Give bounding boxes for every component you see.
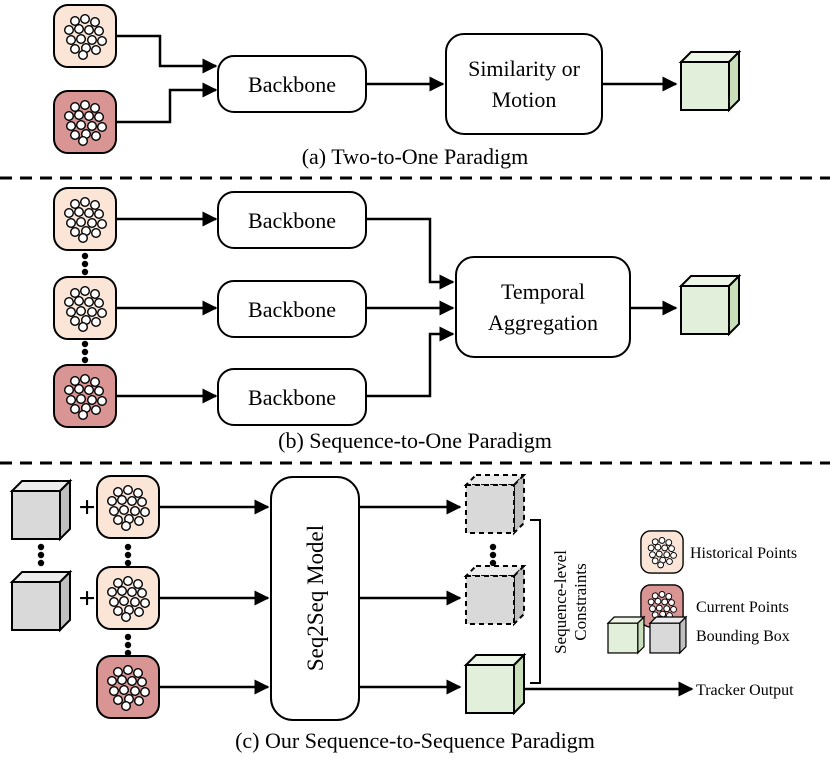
seq2seq-model-label: Seq2Seq Model (303, 525, 328, 671)
caption-a: (a) Two-to-One Paradigm (302, 144, 529, 169)
backbone-label: Backbone (248, 297, 336, 322)
legend: Historical Points Current Points Boundin… (607, 531, 797, 654)
arrow (116, 34, 218, 74)
legend-gray-box-icon (649, 616, 687, 654)
similarity-motion-box (445, 33, 603, 135)
constraints-label-line1: Sequence-level (551, 550, 570, 654)
bounding-box-icon (11, 571, 71, 631)
tracker-output-label: Tracker Output (696, 682, 794, 699)
temporal-label: Temporal (501, 279, 585, 304)
arrow (366, 326, 455, 398)
historical-points-icon (54, 188, 116, 250)
motion-label: Motion (492, 87, 557, 112)
ellipsis-dots (37, 543, 497, 657)
legend-green-box-icon (607, 616, 645, 654)
historical-points-icon (54, 277, 116, 339)
bounding-box-icon (680, 275, 740, 335)
predicted-box-dashed-icon (465, 474, 525, 534)
aggregation-label: Aggregation (488, 310, 598, 335)
backbone-label: Backbone (248, 72, 336, 97)
current-points-icon (97, 656, 159, 718)
historical-points-icon (97, 567, 159, 629)
panel-a: Backbone Similarity or Motion (a) Two-to… (54, 5, 740, 169)
similarity-label: Similarity or (468, 56, 581, 81)
temporal-aggregation-box (455, 256, 631, 358)
caption-b: (b) Sequence-to-One Paradigm (278, 428, 552, 453)
predicted-box-icon (465, 654, 525, 714)
plus-sign: + (78, 582, 95, 615)
constraint-bracket (530, 519, 541, 684)
bounding-box-icon (680, 51, 740, 111)
current-points-icon (54, 91, 116, 153)
backbone-label: Backbone (248, 208, 336, 233)
predicted-box-dashed-icon (465, 565, 525, 625)
legend-historical-icon (641, 531, 683, 573)
caption-c: (c) Our Sequence-to-Sequence Paradigm (235, 728, 595, 753)
legend-historical-label: Historical Points (690, 545, 797, 562)
legend-current-label: Current Points (696, 599, 789, 616)
panel-b: Backbone Backbone Backbone Temporal Aggr… (54, 188, 740, 453)
historical-points-icon (97, 476, 159, 538)
arrow (366, 217, 455, 290)
panel-c: + + Seq2Seq Model Sequence-level Constra… (11, 474, 797, 753)
plus-sign: + (78, 491, 95, 524)
constraints-label-line2: Constraints (571, 563, 590, 640)
arrow (116, 82, 218, 124)
current-points-icon (54, 365, 116, 427)
legend-bbox-label: Bounding Box (696, 628, 790, 645)
ellipsis-dots (81, 252, 89, 364)
backbone-label: Backbone (248, 385, 336, 410)
bounding-box-icon (11, 480, 71, 540)
historical-points-icon (54, 5, 116, 67)
